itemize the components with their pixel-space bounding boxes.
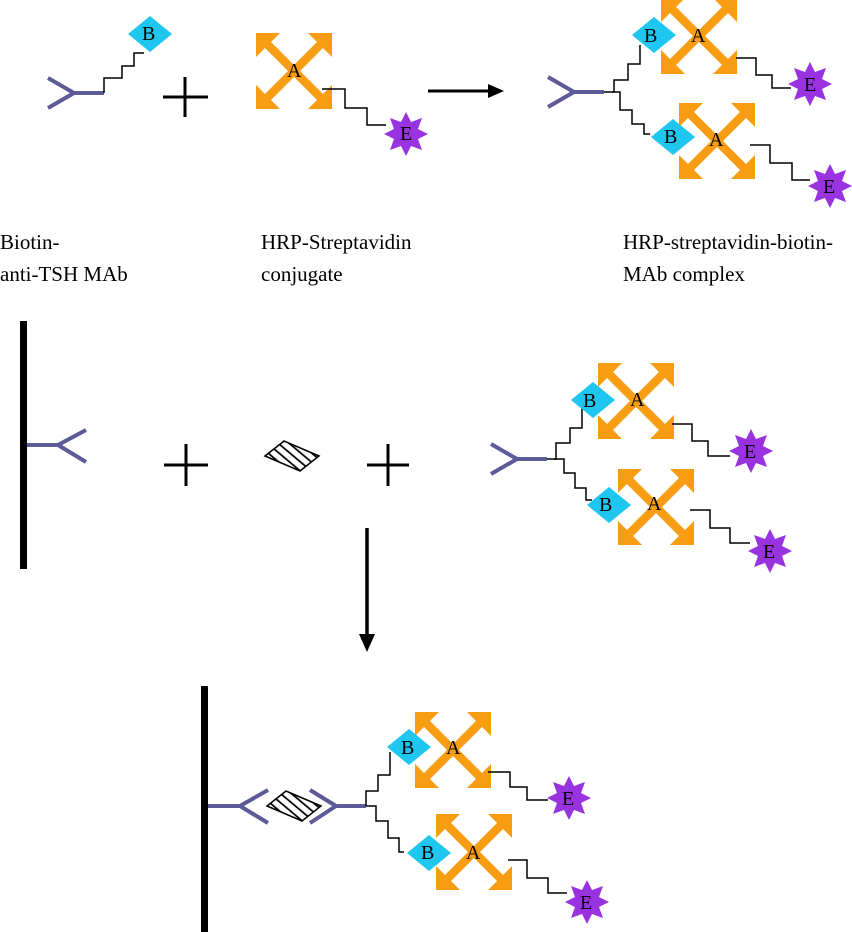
svg-text:A: A — [630, 389, 645, 411]
svg-text:B: B — [421, 842, 434, 864]
caption-complex-line2: MAb complex — [623, 262, 745, 286]
svg-text:A: A — [466, 842, 481, 864]
svg-text:E: E — [763, 541, 775, 563]
svg-text:B: B — [583, 390, 596, 412]
caption-complex: HRP-streptavidin-biotin- MAb complex — [623, 226, 833, 290]
svg-text:B: B — [644, 25, 657, 47]
solid-phase-2 — [201, 686, 270, 932]
avidin-label: A — [287, 60, 302, 82]
svg-text:E: E — [744, 441, 756, 463]
svg-text:B: B — [401, 737, 414, 759]
biotin-label: B — [142, 23, 155, 45]
svg-text:A: A — [691, 25, 706, 47]
caption-conjugate-line2: conjugate — [261, 262, 343, 286]
svg-text:E: E — [823, 176, 835, 198]
svg-text:A: A — [709, 129, 724, 151]
svg-text:E: E — [562, 788, 574, 810]
caption-biotin-mab-line1: Biotin- — [0, 230, 60, 254]
antigen-icon — [264, 440, 320, 472]
solid-phase-1 — [20, 321, 88, 569]
svg-text:B: B — [599, 494, 612, 516]
complex-middle: B A E B A E — [489, 363, 792, 573]
plus-sign-1 — [163, 77, 208, 117]
complex-top: B A E B A E — [546, 0, 852, 208]
caption-complex-line1: HRP-streptavidin-biotin- — [623, 230, 833, 254]
svg-text:E: E — [580, 892, 592, 914]
svg-text:E: E — [804, 74, 816, 96]
svg-text:A: A — [647, 493, 662, 515]
svg-text:A: A — [446, 737, 461, 759]
reaction-arrow-down — [359, 528, 375, 652]
reaction-arrow — [428, 84, 504, 98]
svg-text:B: B — [664, 126, 677, 148]
biotin-mab-group: B — [46, 16, 172, 110]
hrp-streptavidin-group: A E — [256, 33, 428, 156]
caption-conjugate: HRP-Streptavidin conjugate — [261, 226, 412, 290]
complex-bottom: B A E B A E — [308, 712, 609, 924]
plus-sign-3 — [367, 444, 409, 486]
plus-sign-2 — [164, 444, 208, 486]
caption-biotin-mab-line2: anti-TSH MAb — [0, 262, 128, 286]
caption-conjugate-line1: HRP-Streptavidin — [261, 230, 412, 254]
caption-biotin-mab: Biotin- anti-TSH MAb — [0, 226, 128, 290]
bound-antigen-icon — [266, 790, 322, 822]
enzyme-label: E — [400, 123, 412, 145]
